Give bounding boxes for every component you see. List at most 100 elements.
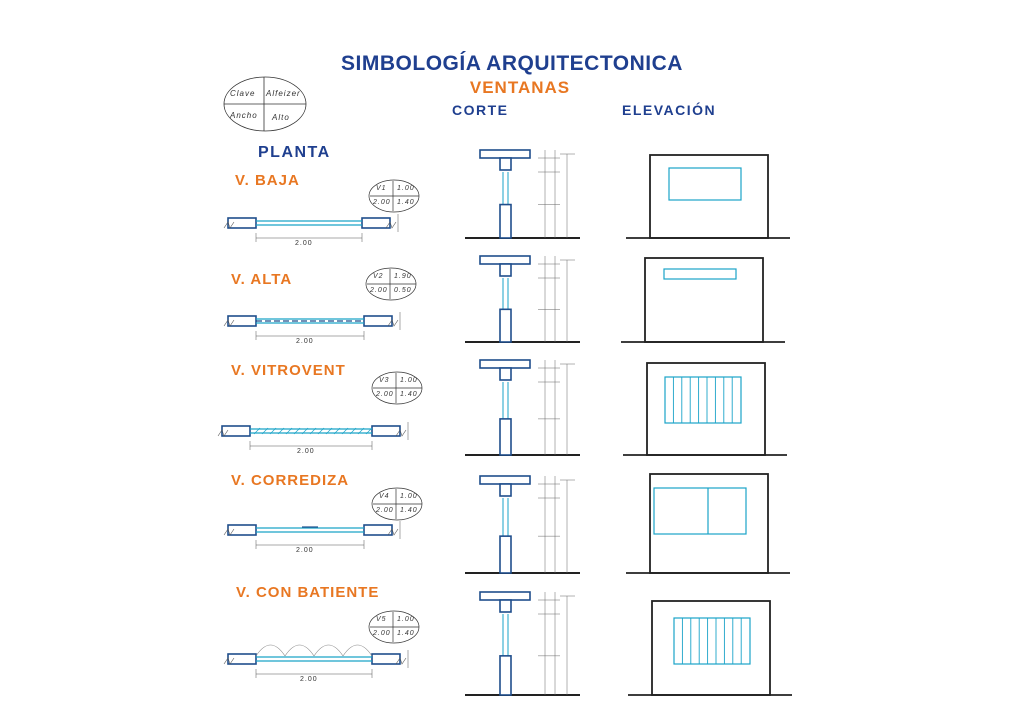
window-tag-ancho: 2.00 xyxy=(370,287,388,294)
plan-break-mark xyxy=(387,319,399,327)
window-tag-clave: V5 xyxy=(376,616,387,623)
section-sill-wall xyxy=(499,535,512,574)
plan-break-mark xyxy=(387,528,399,536)
plan-width-label: 2.00 xyxy=(296,338,314,345)
plan-wall-left xyxy=(227,315,257,327)
elevation-window xyxy=(668,167,742,201)
plan-window-louver xyxy=(277,427,285,435)
window-tag-alto: 1.40 xyxy=(400,391,418,398)
plan-wall-left xyxy=(227,653,257,665)
plan-width-label: 2.00 xyxy=(296,547,314,554)
window-type-title: V. CORREDIZA xyxy=(231,472,350,489)
plan-break-mark xyxy=(223,528,235,536)
window-type-title: V. VITROVENT xyxy=(231,362,346,379)
plan-wall-right xyxy=(371,653,401,665)
window-tag-alfeizer: 1.00 xyxy=(400,377,418,384)
plan-window-louver xyxy=(325,427,333,435)
elevation-window-casement xyxy=(673,617,751,665)
plan-break-mark xyxy=(385,221,397,229)
window-type-title: V. BAJA xyxy=(235,172,300,189)
section-slab xyxy=(479,475,531,485)
plan-break-mark xyxy=(395,429,407,437)
elevation-window-sliding xyxy=(653,487,747,535)
plan-wall-right xyxy=(363,315,393,327)
plan-wall-right xyxy=(371,425,401,437)
page-subtitle: VENTANAS xyxy=(469,78,571,97)
plan-window-louver xyxy=(261,427,269,435)
section-sill-wall xyxy=(499,418,512,456)
plan-wall-left xyxy=(227,524,257,536)
legend-key-ancho: Ancho xyxy=(230,111,258,120)
section-sill-wall xyxy=(499,203,512,239)
plan-width-label: 2.00 xyxy=(295,240,313,247)
window-tag-clave: V4 xyxy=(379,493,390,500)
plan-width-label: 2.00 xyxy=(300,676,318,683)
window-tag-ancho: 2.00 xyxy=(376,507,394,514)
section-lintel xyxy=(499,599,512,613)
plan-window-louver xyxy=(285,427,293,435)
window-tag-clave: V3 xyxy=(379,377,390,384)
section-slab xyxy=(479,149,531,159)
plan-break-mark xyxy=(223,221,235,229)
window-tag-alfeizer: 1.00 xyxy=(397,185,415,192)
plan-window-swing-arc xyxy=(255,644,286,657)
section-slab xyxy=(479,591,531,601)
section-slab xyxy=(479,359,531,369)
window-tag-alto: 1.40 xyxy=(400,507,418,514)
plan-wall-left xyxy=(221,425,251,437)
section-lintel xyxy=(499,483,512,497)
elevation-wall xyxy=(651,600,771,696)
plan-width-label: 2.00 xyxy=(297,448,315,455)
plan-window-louver xyxy=(317,427,325,435)
plan-window-louver xyxy=(349,427,357,435)
plan-window-louver xyxy=(253,427,261,435)
section-sill-wall xyxy=(499,308,512,343)
window-tag-alfeizer: 1.00 xyxy=(400,493,418,500)
plan-break-mark xyxy=(223,657,235,665)
plan-window-louver xyxy=(309,427,317,435)
plan-window-louver xyxy=(365,427,373,435)
plan-window-swing-arc xyxy=(342,644,373,657)
plan-window-louver xyxy=(301,427,309,435)
section-slab xyxy=(479,255,531,265)
plan-wall-right xyxy=(361,217,391,229)
plan-break-mark xyxy=(395,657,407,665)
section-header-corte: CORTE xyxy=(452,102,509,118)
page-title: SIMBOLOGÍA ARQUITECTONICA xyxy=(341,52,683,75)
plan-window-louver xyxy=(333,427,341,435)
section-header-elevacion: ELEVACIÓN xyxy=(622,102,717,118)
elevation-wall xyxy=(649,154,769,239)
elevation-window-high xyxy=(663,268,737,280)
section-sill-wall xyxy=(499,655,512,696)
window-tag-alfeizer: 1.00 xyxy=(397,616,415,623)
plan-window-louver xyxy=(341,427,349,435)
plan-break-mark xyxy=(217,429,229,437)
elevation-wall xyxy=(646,362,766,456)
legend-key-symbol xyxy=(223,76,307,132)
plan-window-louver xyxy=(357,427,365,435)
window-tag-ancho: 2.00 xyxy=(376,391,394,398)
window-tag-ancho: 2.00 xyxy=(373,630,391,637)
elevation-window-louver xyxy=(664,376,742,424)
window-type-title: V. ALTA xyxy=(231,271,293,288)
plan-wall-right xyxy=(363,524,393,536)
plan-window-louver xyxy=(293,427,301,435)
plan-break-mark xyxy=(223,319,235,327)
section-lintel xyxy=(499,263,512,277)
window-tag-clave: V1 xyxy=(376,185,387,192)
legend-key-clave: Clave xyxy=(230,89,256,98)
window-tag-alfeizer: 1.90 xyxy=(394,273,412,280)
section-lintel xyxy=(499,367,512,381)
plan-window-swing-arc xyxy=(284,644,315,657)
plan-window-swing-arc xyxy=(313,644,344,657)
plan-window-louver xyxy=(269,427,277,435)
window-tag-alto: 0.50 xyxy=(394,287,412,294)
legend-key-alfeizer: Alfeizer xyxy=(266,89,301,98)
window-tag-alto: 1.40 xyxy=(397,199,415,206)
elevation-wall xyxy=(644,257,764,343)
elevation-wall xyxy=(649,473,769,574)
legend-key-alto: Alto xyxy=(272,113,290,122)
plan-wall-left xyxy=(227,217,257,229)
window-tag-ancho: 2.00 xyxy=(373,199,391,206)
